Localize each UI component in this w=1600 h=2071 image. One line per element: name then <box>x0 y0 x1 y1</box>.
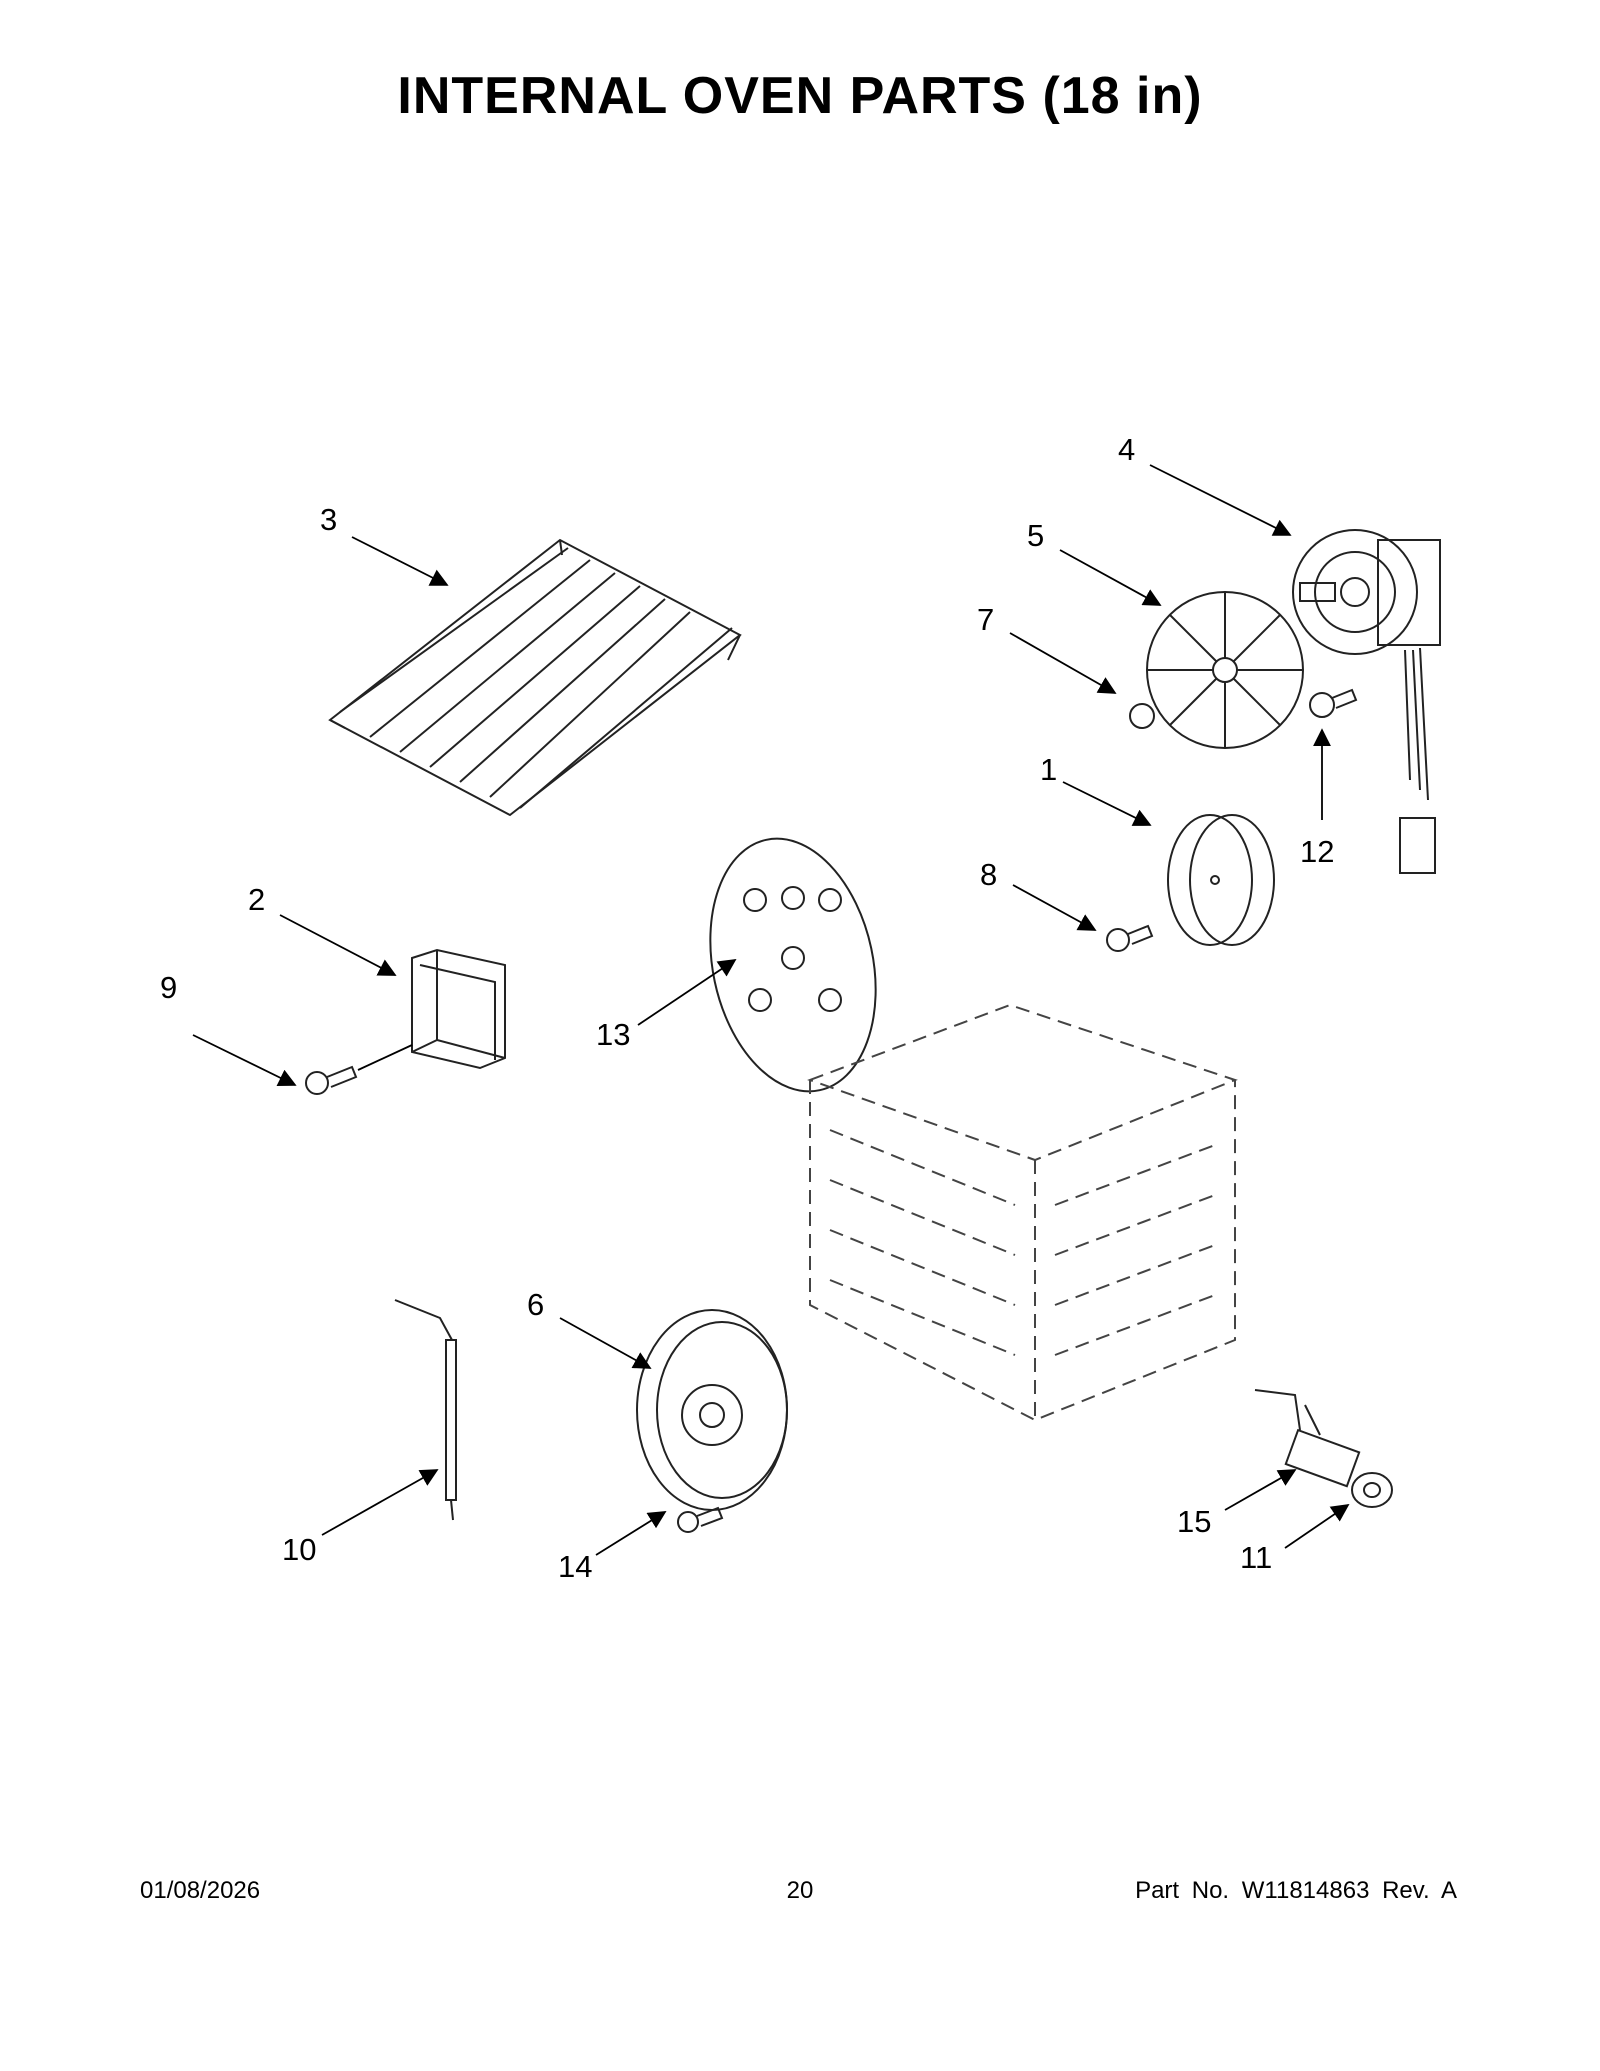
callout-12: 12 <box>1300 834 1334 869</box>
callout-13: 13 <box>596 1017 630 1052</box>
baffle-part-6 <box>636 1309 788 1511</box>
nut-part-11 <box>1351 1472 1393 1508</box>
callout-9: 9 <box>160 970 177 1005</box>
callout-5: 5 <box>1027 518 1044 553</box>
callout-7: 7 <box>977 602 994 637</box>
footer-page-number: 20 <box>786 1877 814 1904</box>
callout-14: 14 <box>558 1549 592 1584</box>
oven-rack-part-3 <box>328 538 742 817</box>
callout-15: 15 <box>1177 1504 1211 1539</box>
igniter-part-15 <box>1254 1389 1361 1488</box>
footer-part-number: Part No. W11814863 Rev. A <box>1135 1877 1457 1904</box>
callout-4: 4 <box>1118 432 1135 467</box>
screw-part-9 <box>305 1065 358 1095</box>
temperature-sensor-part-10 <box>394 1299 457 1521</box>
bracket-part-2 <box>411 948 506 1070</box>
callout-2: 2 <box>248 882 265 917</box>
fan-cover-part-1 <box>1167 814 1275 946</box>
callout-8: 8 <box>980 857 997 892</box>
leader-arrows <box>192 464 1350 1556</box>
callout-labels: 1 2 3 4 5 6 7 8 9 10 11 12 13 14 15 <box>160 432 1334 1584</box>
convection-motor-part-4 <box>1292 529 1441 874</box>
screw-part-14 <box>677 1506 724 1533</box>
callout-3: 3 <box>320 502 337 537</box>
callout-10: 10 <box>282 1532 316 1567</box>
screw-part-12 <box>1309 688 1358 718</box>
callout-11: 11 <box>1240 1540 1272 1575</box>
gasket-plate-part-13 <box>709 837 877 1093</box>
oven-cavity-outline <box>807 1003 1238 1422</box>
footer-date: 01/08/2026 <box>140 1877 261 1904</box>
callout-1: 1 <box>1040 752 1057 787</box>
screw-part-8 <box>1106 924 1154 952</box>
callout-6: 6 <box>527 1287 544 1322</box>
fan-blade-part-5 <box>1146 591 1304 749</box>
nut-part-7 <box>1129 703 1155 729</box>
page-title: INTERNAL OVEN PARTS (18 in) <box>397 67 1203 125</box>
